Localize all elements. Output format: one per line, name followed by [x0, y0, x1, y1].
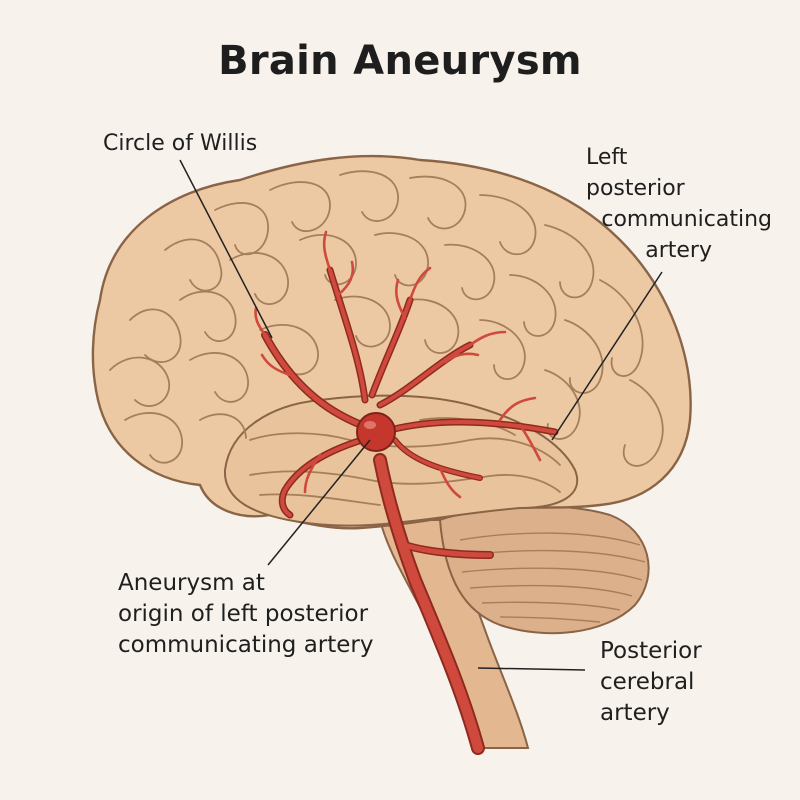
page-title: Brain Aneurysm [218, 38, 582, 84]
leader-aneurysm [267, 439, 371, 566]
gyri-pattern [109, 170, 664, 506]
label-line: Posterior [600, 638, 702, 664]
leader-pcomm [551, 271, 663, 441]
label-left-posterior-communicating-artery: Left posterior communicating artery [586, 142, 772, 266]
label-line: artery [600, 700, 670, 726]
label-posterior-cerebral-artery: Posterior cerebral artery [600, 636, 702, 729]
label-aneurysm: Aneurysm at origin of left posterior com… [118, 568, 374, 661]
label-line: origin of left posterior [118, 601, 369, 627]
label-line: communicating [601, 207, 772, 232]
basilar-artery [375, 455, 483, 753]
aneurysm-sac [356, 412, 396, 452]
label-line: posterior [586, 176, 685, 201]
label-line: communicating artery [118, 632, 374, 658]
label-line: Aneurysm at [118, 570, 265, 596]
label-line: Left [586, 145, 628, 170]
leader-willis [179, 159, 273, 339]
leader-lines [179, 159, 663, 671]
label-circle-of-willis: Circle of Willis [103, 131, 258, 156]
temporal-lobe [223, 394, 578, 527]
posterior-cerebral-branch [402, 542, 493, 558]
label-line: cerebral [600, 669, 695, 695]
leader-pca [477, 667, 586, 671]
label-line: artery [645, 238, 712, 263]
left-pcomm-artery [388, 420, 557, 434]
